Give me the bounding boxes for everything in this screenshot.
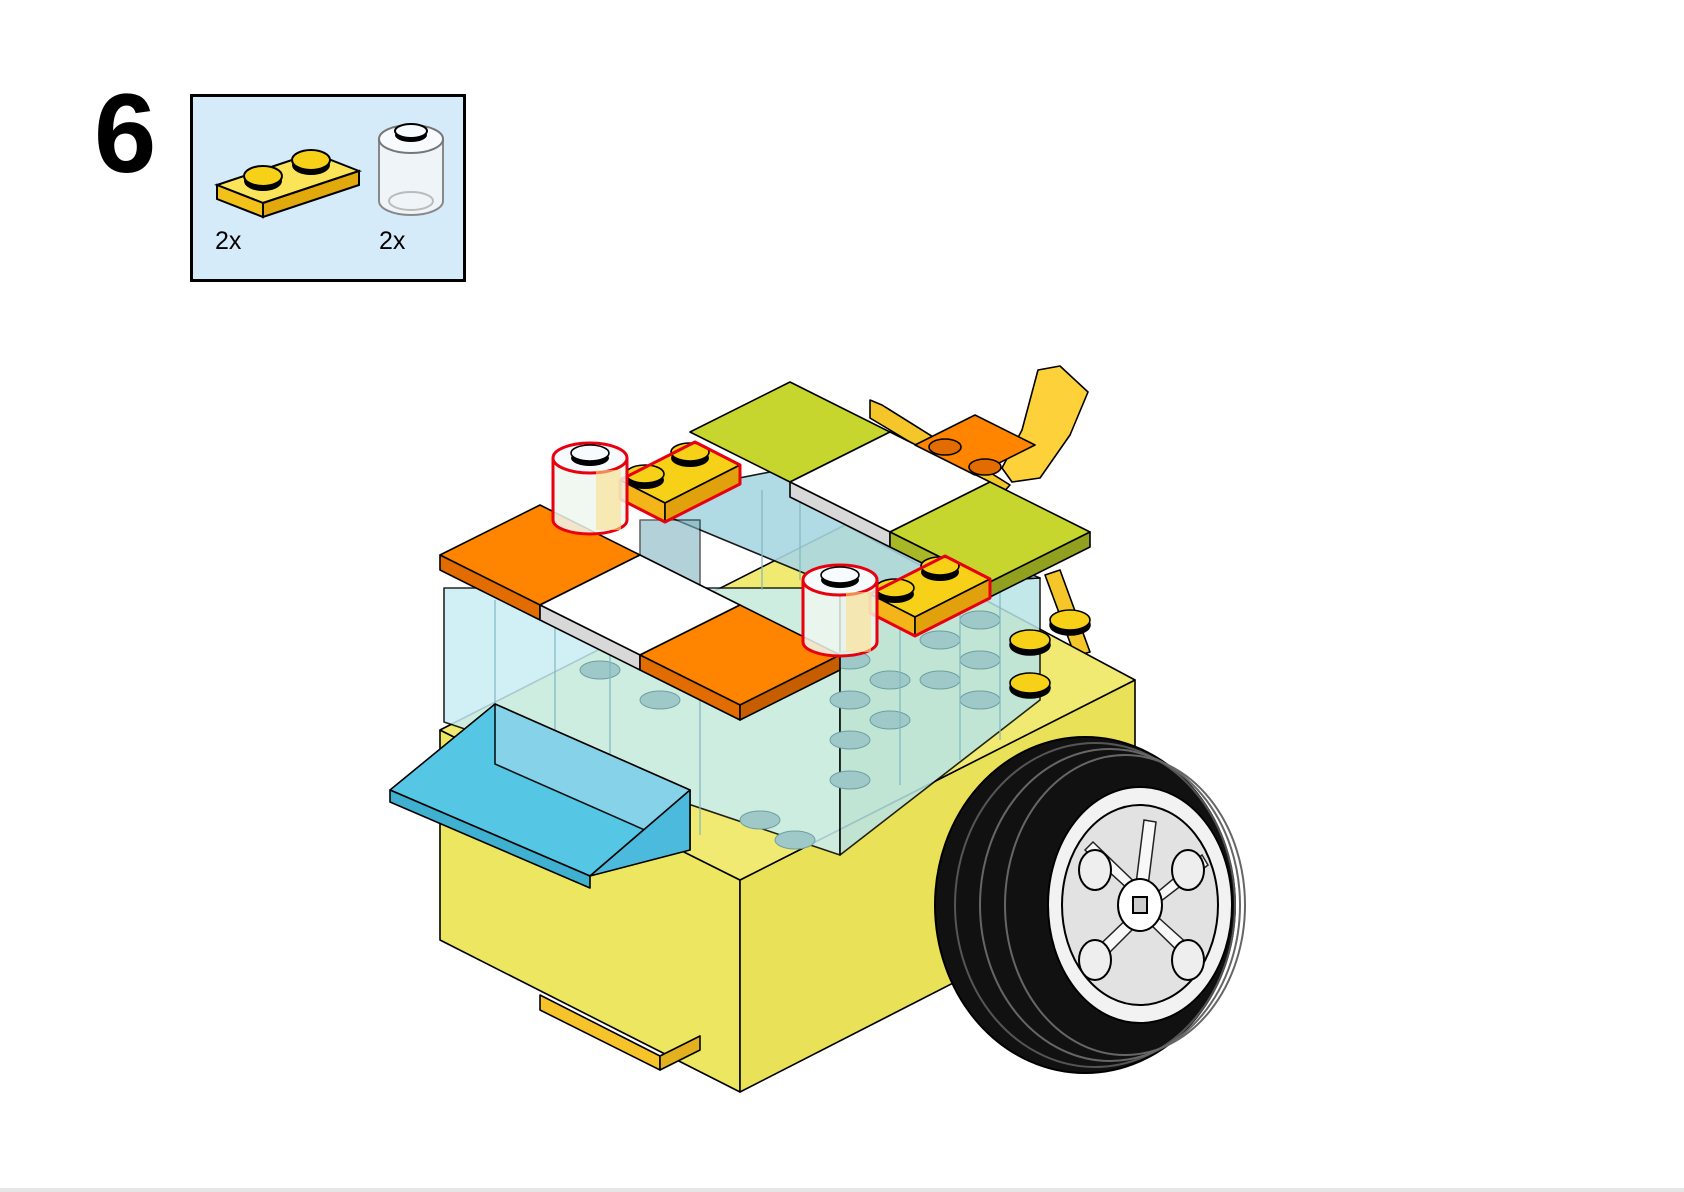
parts-list: 2x 2x (190, 94, 466, 282)
wheel (934, 736, 1246, 1074)
plate-1x2-icon (214, 149, 362, 219)
round-brick-1x1-icon (378, 123, 444, 216)
step-number: 6 (94, 71, 156, 196)
propeller-blade-top (1001, 365, 1089, 483)
part-quantity: 2x (379, 227, 406, 255)
part-quantity: 2x (215, 227, 242, 255)
page-divider (0, 1188, 1684, 1192)
